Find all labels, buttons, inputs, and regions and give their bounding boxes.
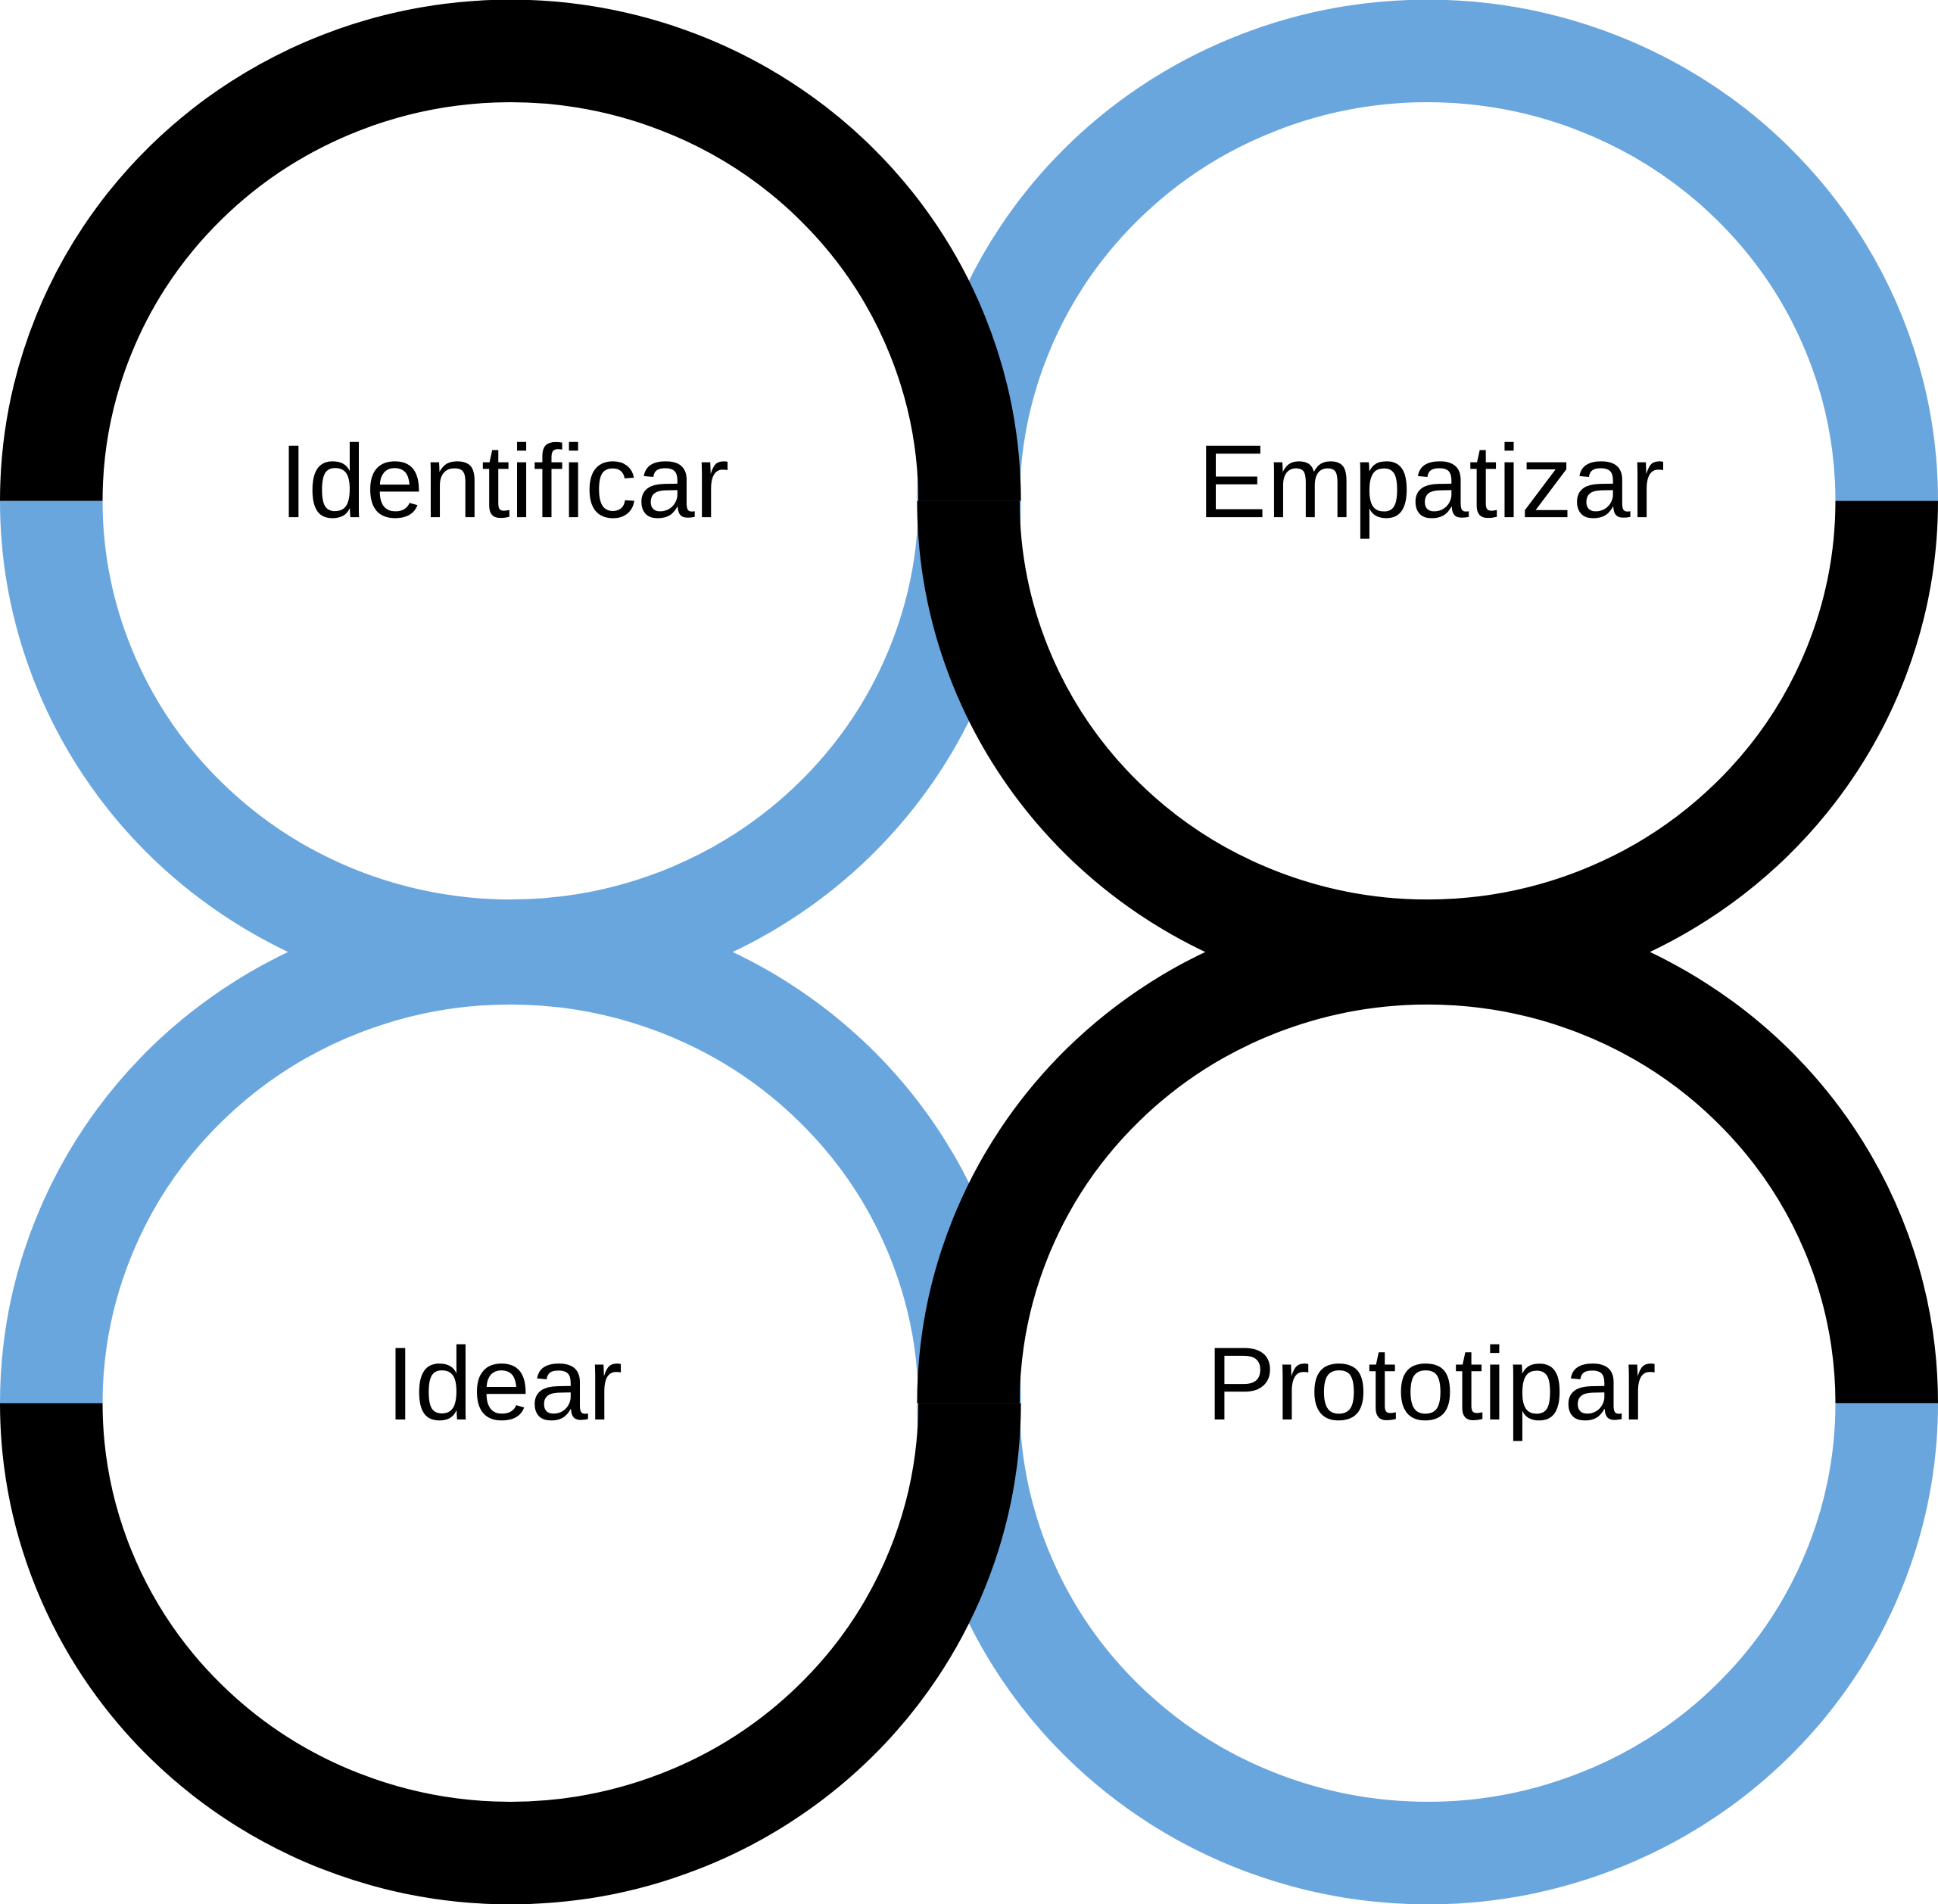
- ring-prototipar-bottom-arc: [917, 1403, 1938, 1904]
- ring-idear-top-arc: [0, 902, 1021, 1404]
- stage-label-identificar: Identificar: [279, 424, 729, 540]
- ring-prototipar-top-arc: [917, 902, 1938, 1404]
- stage-label-prototipar: Prototipar: [1206, 1326, 1656, 1442]
- ring-identificar-top-arc: [0, 0, 1021, 501]
- ring-identificar-bottom-arc: [0, 500, 1021, 1002]
- ring-idear-bottom-arc: [0, 1403, 1021, 1904]
- stage-label-empatizar: Empatizar: [1198, 424, 1665, 540]
- ring-empatizar-top-arc: [917, 0, 1938, 501]
- ring-empatizar-bottom-arc: [917, 500, 1938, 1002]
- stage-label-idear: Idear: [386, 1326, 623, 1442]
